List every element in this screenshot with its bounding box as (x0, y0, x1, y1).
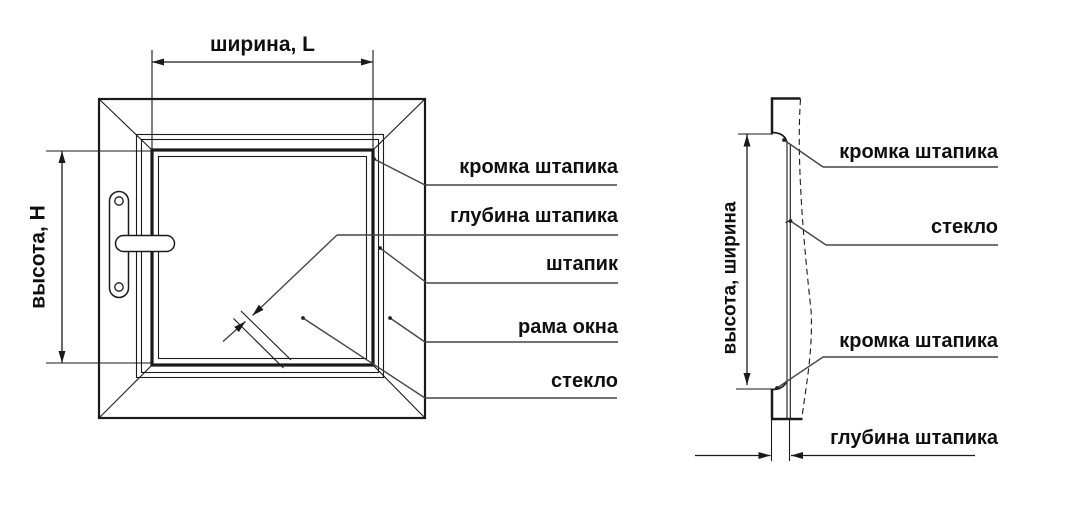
callout-bead-edge: кромка штапика (459, 156, 618, 178)
section-top-bead (770, 97, 801, 142)
section-callout-glass: стекло (931, 216, 998, 238)
width-dimension-label: ширина, L (209, 33, 315, 56)
callout-window-frame: рама окна (518, 316, 618, 338)
handle-lever (114, 234, 176, 253)
section-callout-bead-edge-top: кромка штапика (839, 141, 998, 163)
handle-screw-top (114, 196, 124, 206)
glass-edge (157, 155, 368, 360)
section-glass (785, 141, 793, 419)
section-view (695, 97, 998, 461)
width-dimension (151, 50, 374, 150)
glazing-bead-edge (150, 148, 375, 367)
callout-glass: стекло (551, 370, 618, 392)
section-depth-dimension (695, 420, 975, 461)
handle-screw-bottom (114, 282, 124, 292)
front-callout-leaders (301, 157, 618, 399)
bead-depth-detail (222, 234, 338, 369)
sash-outer-edge (140, 138, 380, 374)
height-dimension-label: высота, H (26, 205, 50, 309)
callout-glazing-bead: штапик (546, 253, 618, 275)
section-callout-bead-edge-bottom: кромка штапика (839, 330, 998, 352)
callout-bead-depth: глубина штапика (450, 205, 618, 227)
section-callout-leaders (775, 138, 998, 390)
window-handle (108, 190, 176, 299)
height-dimension (46, 150, 152, 364)
section-height-dimension (736, 133, 780, 390)
corner-miters (98, 98, 426, 419)
section-callout-bead-depth: глубина штапика (830, 427, 998, 449)
front-view (46, 50, 618, 420)
frame-inner-edge (135, 133, 385, 379)
window-outer-frame (97, 97, 427, 420)
